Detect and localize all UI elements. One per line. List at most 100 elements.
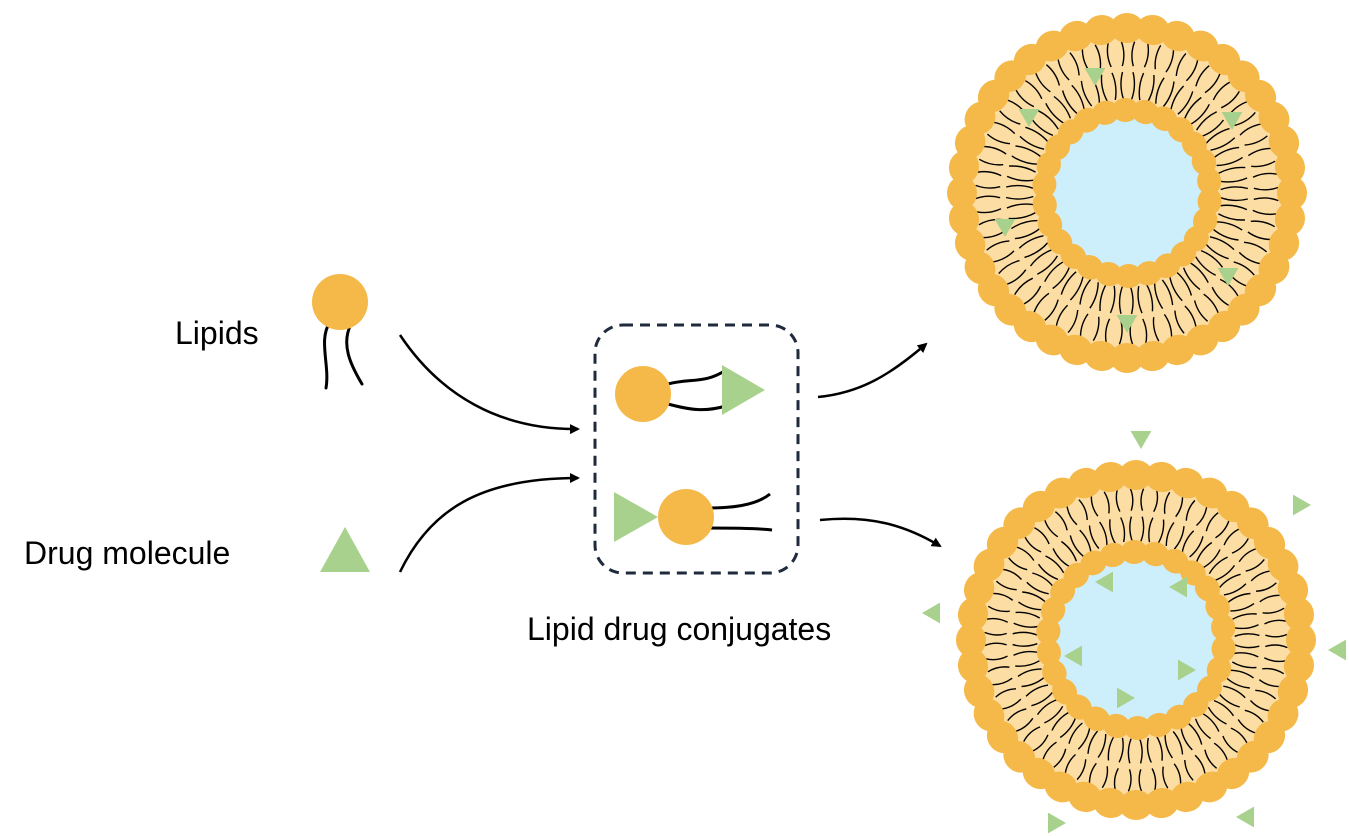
lipid-tail [1059, 717, 1077, 739]
lipid-tail [1014, 227, 1041, 240]
lipid-tail [975, 184, 1001, 189]
lipid-tail [1006, 184, 1034, 189]
drug-molecule-label: Drug molecule [24, 535, 230, 571]
lipid-tail [1051, 711, 1070, 731]
lipid-tail [1252, 172, 1278, 178]
lipid-tail [1202, 549, 1221, 569]
lipid-tail [1142, 318, 1148, 344]
lipid-tail [1045, 64, 1061, 86]
lipid-tail [1220, 91, 1240, 109]
lipid-tail [1162, 81, 1175, 108]
lipid-tail [1249, 700, 1271, 712]
lipid-head-icon [1110, 13, 1144, 43]
lipid-tail [985, 655, 1008, 661]
lipid-head-icon [947, 176, 977, 210]
lipid-tail [998, 259, 1020, 275]
lipid-tail [1022, 591, 1046, 603]
lipid-tail [1031, 692, 1053, 707]
lipid-tail [1025, 80, 1043, 100]
lipid-tail [1214, 564, 1236, 582]
lipid-tail [1092, 316, 1100, 342]
lipid-tail [1069, 535, 1084, 557]
lipid-head-icon [956, 623, 986, 657]
lipid-tail [1140, 488, 1145, 511]
lipid-tail [1023, 285, 1042, 305]
lipid-tail [1265, 644, 1288, 649]
lipid-tail [1042, 741, 1057, 760]
lipid-tail [992, 121, 1016, 135]
drug-triangle-icon [1048, 812, 1066, 834]
lipid-tail [1146, 284, 1154, 312]
lipid-tail [1264, 619, 1287, 625]
lipid-head-icon [1205, 593, 1230, 621]
lipid-head-icon [1145, 461, 1179, 493]
lipid-head-icon [1197, 167, 1222, 195]
lipid-tail [1258, 679, 1281, 688]
lipid-tail [1207, 706, 1227, 725]
lipid-tail [1263, 657, 1287, 663]
lipid-head-icon [1274, 202, 1306, 236]
drug-to-conjugate-arrow [398, 473, 580, 573]
lipid-tail [1011, 219, 1038, 230]
lipid-tail [1037, 110, 1059, 130]
lipid-head-icon [1111, 98, 1139, 123]
conjugate-tail-drug [615, 365, 765, 422]
drug-triangle-icon [1095, 571, 1113, 593]
lipid-head-icon [1119, 460, 1153, 490]
lipid-tail [1162, 766, 1169, 789]
lipid-head-icon [1093, 461, 1127, 493]
lipid-tail [1189, 536, 1204, 558]
drug-triangle-icon [1117, 687, 1135, 709]
lipid-tail [1120, 41, 1125, 67]
lipid-tail [1234, 644, 1260, 649]
lipid-tail [1012, 643, 1038, 647]
lipid-tail [1175, 495, 1184, 518]
lipid-tail [1220, 197, 1248, 202]
lipid-tail [1129, 286, 1134, 315]
conjugate-head-drug [614, 489, 773, 545]
lipid-tail [1013, 622, 1039, 628]
drug-triangle-icon [614, 492, 658, 542]
lipid-molecule-icon [312, 274, 368, 390]
lipid-tail [1088, 762, 1097, 785]
lipid-tail [984, 631, 1007, 636]
lipid-tail [1182, 267, 1201, 291]
lipid-tail [1118, 737, 1124, 763]
lipid-tail [1064, 753, 1076, 775]
lipid-tail [1005, 269, 1027, 286]
lipid-tail [1243, 241, 1268, 253]
lipid-tail [1237, 719, 1256, 734]
drug-triangle-icon [1064, 645, 1082, 667]
drug-triangle-icon [1236, 806, 1254, 828]
lipid-tail [1052, 266, 1071, 290]
lipid-tail [1161, 279, 1174, 306]
lipid-head-icon [1124, 716, 1152, 741]
lipid-tail [1170, 85, 1185, 111]
lipid-tail [1238, 251, 1262, 265]
lipid-tail [1231, 661, 1257, 669]
lipid-tail [1204, 749, 1218, 769]
aqueous-core [1052, 556, 1220, 724]
drug-triangle-icon [1293, 494, 1311, 516]
lipid-tail [1204, 73, 1221, 94]
lipid-tail [1127, 738, 1132, 764]
lipid-tail [1099, 521, 1108, 546]
lipid-tail [1036, 698, 1058, 716]
lipid-tail [1079, 278, 1092, 305]
lipid-tail [984, 642, 1007, 647]
lipid-tail [982, 145, 1007, 155]
lipid-head-icon [1274, 150, 1306, 184]
lipid-tail [1146, 737, 1152, 763]
lipid-tail [1012, 631, 1038, 636]
lipid-head-icon [1277, 176, 1307, 210]
lipid-tail [1220, 186, 1249, 191]
lipid-tail [987, 666, 1010, 673]
lipid-tail [975, 195, 1001, 200]
lipid-head-icon [1136, 340, 1170, 372]
lipid-tail [1007, 708, 1027, 722]
lipid-tail [1188, 723, 1203, 745]
lipid-tail [1053, 95, 1072, 119]
lipid-tail [991, 677, 1013, 686]
drug-triangle-icon [1221, 112, 1243, 130]
lipid-tail [1111, 72, 1117, 101]
